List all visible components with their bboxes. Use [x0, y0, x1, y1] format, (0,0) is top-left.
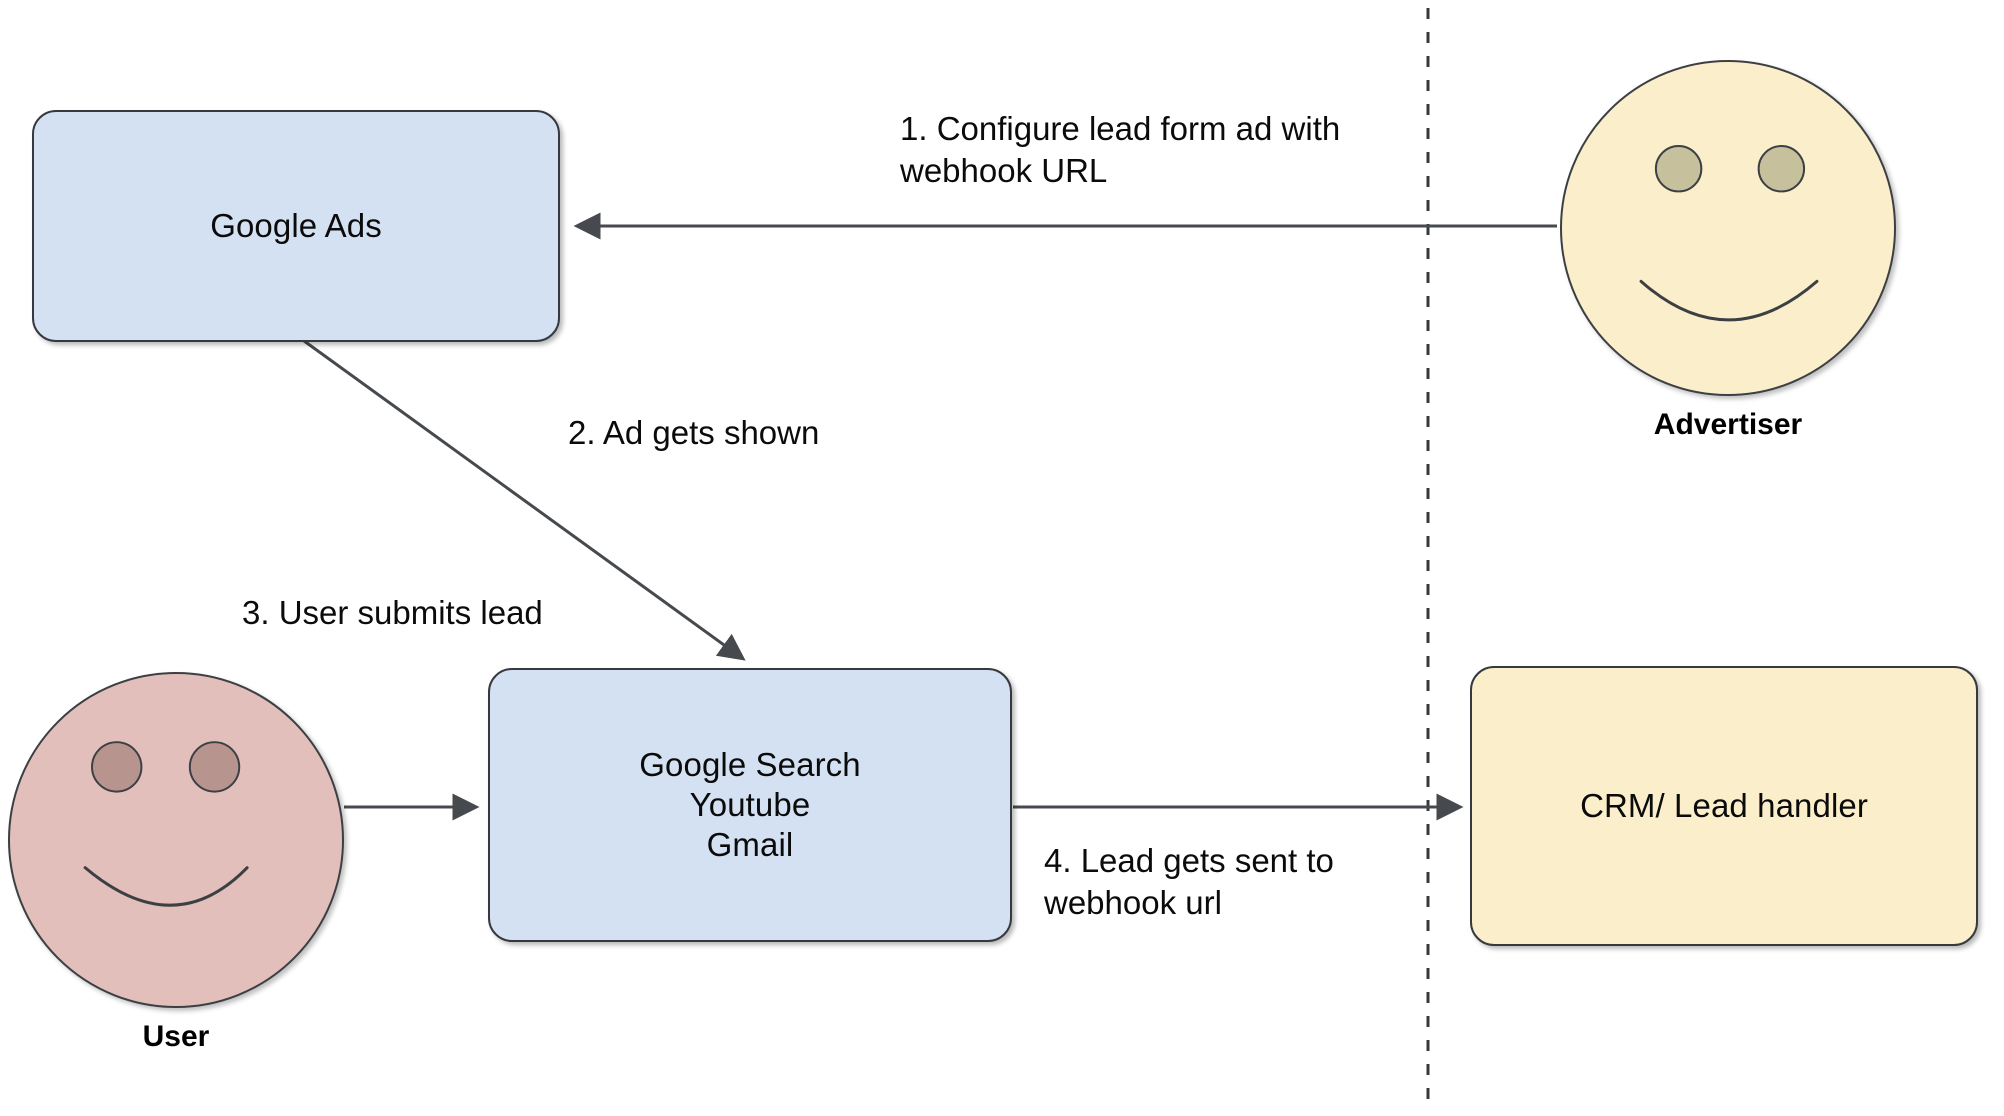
- actor-advertiser-label: Advertiser: [1653, 408, 1803, 441]
- node-crm-label: CRM/ Lead handler: [1580, 786, 1868, 824]
- node-google-ads[interactable]: Google Ads: [32, 110, 560, 342]
- actor-advertiser[interactable]: Advertiser: [1560, 60, 1896, 441]
- edge-label-step-1: 1. Configure lead form ad with webhook U…: [900, 110, 1341, 190]
- right-eye-icon: [1757, 145, 1806, 193]
- edge-label-step-4: 4. Lead gets sent to webhook url: [1044, 842, 1334, 922]
- edge-label-step-3: 3. User submits lead: [242, 594, 543, 631]
- smiley-icon: [83, 741, 249, 907]
- smiley-icon: [1639, 145, 1819, 322]
- user-face-icon: [8, 672, 344, 1008]
- smile-icon: [83, 866, 249, 907]
- left-eye-icon: [1654, 145, 1703, 193]
- right-eye-icon: [188, 741, 241, 793]
- edge-label-step-2: 2. Ad gets shown: [568, 414, 820, 451]
- node-google-properties-label: Google Search Youtube Gmail: [639, 745, 861, 864]
- actor-user[interactable]: User: [8, 672, 344, 1053]
- node-crm[interactable]: CRM/ Lead handler: [1470, 666, 1978, 946]
- smile-icon: [1639, 279, 1819, 322]
- actor-user-label: User: [142, 1020, 210, 1053]
- node-google-properties[interactable]: Google Search Youtube Gmail: [488, 668, 1012, 942]
- left-eye-icon: [91, 741, 143, 793]
- edge-google-ads-to-properties: [299, 336, 746, 661]
- node-google-ads-label: Google Ads: [210, 206, 382, 244]
- advertiser-face-icon: [1560, 60, 1896, 396]
